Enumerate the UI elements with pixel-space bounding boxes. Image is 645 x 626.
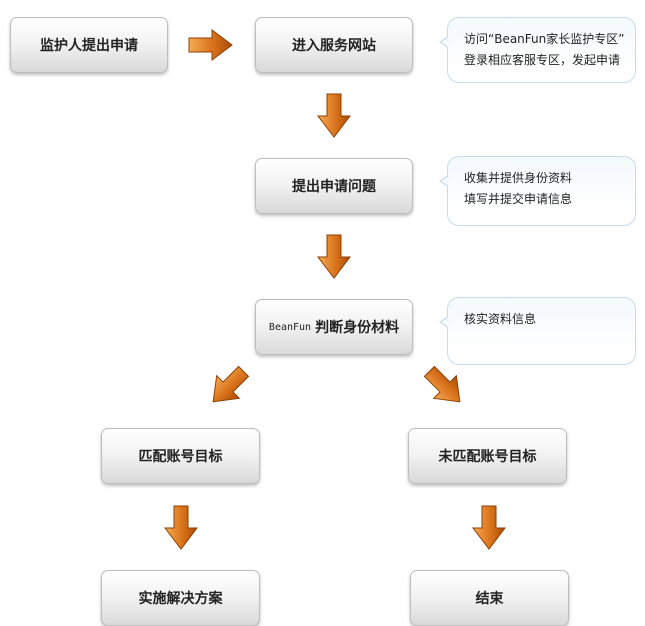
arrow-down-icon [317, 234, 351, 279]
node-judge-label: 判断身份材料 [315, 320, 400, 336]
arrow-down-left-icon [212, 365, 250, 403]
node-enter-site: 进入服务网站 [255, 17, 413, 73]
note-enter-site-line-1: 访问“BeanFun家长监护专区” [464, 32, 625, 46]
arrow-down-right-icon [423, 365, 461, 403]
node-no-match-target-label: 未匹配账号目标 [438, 449, 537, 465]
note-enter-site: 访问“BeanFun家长监护专区” 登录相应客服专区，发起申请 [439, 17, 636, 83]
node-solution-label: 实施解决方案 [138, 591, 223, 607]
arrow-down-icon [164, 505, 198, 550]
node-submit-questions-label: 提出申请问题 [292, 179, 376, 195]
node-judge-prefix: BeanFun [268, 321, 312, 333]
note-submit-questions-line-1: 收集并提供身份资料 [464, 171, 573, 185]
node-judge-materials: BeanFun 判断身份材料 [255, 299, 413, 355]
arrow-down-icon [472, 505, 506, 550]
node-end-label: 结束 [475, 591, 504, 607]
node-no-match-target: 未匹配账号目标 [408, 428, 567, 484]
node-guardian-apply: 监护人提出申请 [10, 17, 168, 73]
node-enter-site-label: 进入服务网站 [292, 38, 376, 54]
node-solution: 实施解决方案 [101, 570, 260, 626]
node-submit-questions: 提出申请问题 [255, 158, 413, 214]
arrow-right-icon [188, 29, 233, 61]
arrow-down-icon [317, 93, 351, 138]
note-judge-line-1: 核实资料信息 [464, 312, 537, 326]
node-match-target: 匹配账号目标 [101, 428, 260, 484]
node-guardian-apply-label: 监护人提出申请 [40, 38, 138, 54]
note-enter-site-line-2: 登录相应客服专区，发起申请 [464, 53, 621, 67]
node-end: 结束 [410, 570, 569, 626]
note-submit-questions: 收集并提供身份资料 填写并提交申请信息 [439, 156, 636, 226]
note-judge: 核实资料信息 [439, 297, 636, 365]
node-match-target-label: 匹配账号目标 [138, 449, 223, 465]
note-submit-questions-line-2: 填写并提交申请信息 [464, 192, 573, 206]
